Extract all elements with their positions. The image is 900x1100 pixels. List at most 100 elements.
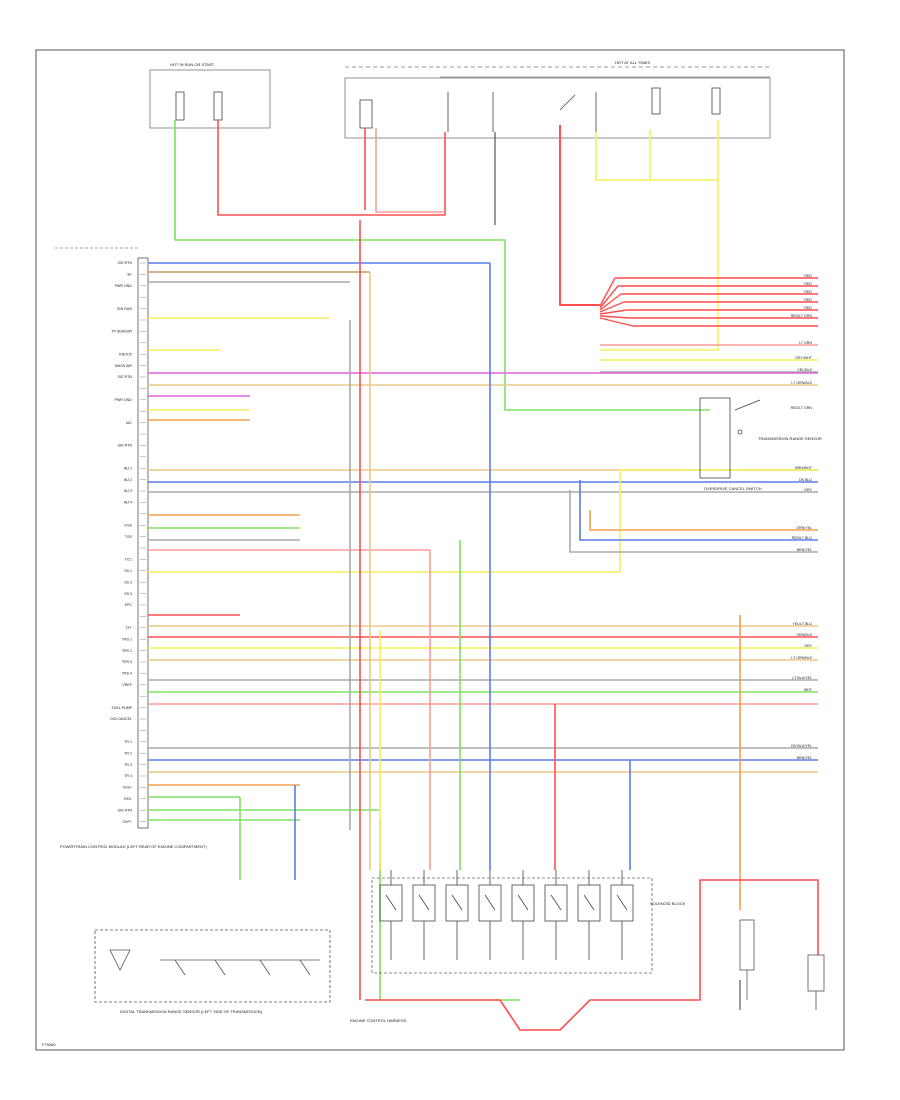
wire-harness	[148, 120, 819, 1031]
pin-label: SIG RTN	[117, 375, 132, 379]
diagram-border	[35, 49, 845, 1051]
pin-label: TR 2	[124, 751, 132, 755]
wire-color-label: ORN/YEL	[796, 526, 812, 530]
solenoid-coil	[418, 894, 430, 911]
pin-label: SIG RTN	[117, 261, 132, 265]
wire-color-label: GRY	[804, 644, 812, 648]
wire-color-label: RED/LT BLU	[792, 536, 813, 540]
wire	[599, 317, 818, 327]
pin-label: TR 4	[124, 774, 132, 778]
wire-color-label: RED	[804, 290, 812, 294]
pin-label: OSS	[124, 523, 132, 527]
wire-color-label: LT GRN/BLK	[791, 381, 812, 385]
pin-label: CKP+	[123, 820, 133, 824]
pcm-caption: POWERTRAIN CONTROL MODULE (LEFT REAR OF …	[60, 844, 207, 849]
transmission-range-sensor	[699, 397, 761, 479]
wire-color-label: RED	[804, 274, 812, 278]
pin-label: TP SENSOR	[111, 330, 132, 334]
pin-label: TR 3	[124, 763, 132, 767]
hot-in-run-label: HOT IN RUN OR START	[170, 62, 215, 67]
wire-color-label: BRN/YEL	[797, 756, 812, 760]
wire	[600, 180, 719, 351]
wire-color-label: YEL/BLK	[797, 368, 812, 372]
pin-label: INJ 3	[124, 489, 132, 493]
wire	[365, 879, 819, 1031]
pin-label: IAC	[126, 421, 132, 425]
pin-label: TRS 1	[122, 637, 132, 641]
pin-label: TSS	[125, 535, 133, 539]
pin-label: O/D CANCEL	[110, 717, 132, 721]
wire-color-label: LT BLU/YEL	[792, 676, 812, 680]
wire-color-label: GRY/WHT	[795, 356, 813, 360]
wire-color-label: WHT	[804, 688, 813, 692]
wire-color-label: LT GRN/BLK	[791, 656, 812, 660]
wire	[569, 490, 818, 553]
pin-label: VREF	[122, 683, 132, 687]
wire-color-label: RED	[804, 298, 812, 302]
pin-label: INJ 2	[124, 478, 132, 482]
wire-color-label: RED	[804, 306, 812, 310]
solenoid-block	[371, 870, 653, 974]
pin-label: KNOCK	[119, 352, 132, 356]
pin-label: SIG RTN	[117, 444, 132, 448]
lower-right-sensors	[739, 919, 825, 1010]
pin-label: SS 2	[124, 580, 132, 584]
wire	[217, 120, 446, 216]
pin-label: VSS-	[124, 797, 133, 801]
wire	[599, 293, 818, 311]
wire	[559, 125, 600, 306]
overdrive-cancel-label: OVERDRIVE CANCEL SWITCH	[704, 486, 762, 491]
fuse-block	[175, 87, 721, 132]
wire	[599, 285, 818, 309]
pin-label: MASS AIR	[115, 364, 132, 368]
pcm-connector	[55, 247, 149, 829]
pin-label: TRS 4	[122, 672, 132, 676]
solenoid-coil	[484, 894, 496, 911]
pin-label: PWR GND	[115, 398, 133, 402]
wire	[174, 120, 710, 411]
transmission-range-sensor-label: TRANSMISSION RANGE SENSOR	[758, 436, 822, 441]
digital-trs	[94, 929, 331, 1003]
wire	[650, 120, 719, 181]
pin-label: INJ 4	[124, 501, 132, 505]
solenoid-block-label: SOLENOID BLOCK	[650, 901, 686, 906]
solenoid-coil	[517, 894, 529, 911]
pin-label: SS 1	[124, 569, 132, 573]
wire-color-label: BRN/YEL	[797, 548, 812, 552]
wire-color-label: YEL/LT BLU	[792, 622, 812, 626]
solenoid-coil	[385, 894, 397, 911]
pin-label: VSS+	[123, 786, 132, 790]
wire	[589, 510, 818, 531]
wire-color-label: GRY	[804, 488, 812, 492]
solenoid-coil	[451, 894, 463, 911]
solenoid-coil	[583, 894, 595, 911]
pin-label: SIG RTN	[117, 808, 132, 812]
hot-at-all-times-label: HOT AT ALL TIMES	[615, 60, 650, 65]
pin-label: EPC	[125, 603, 133, 607]
pin-label: TRS 3	[122, 660, 132, 664]
wire-color-label: RED	[804, 282, 812, 286]
figure-code: F79080	[42, 1042, 56, 1047]
pin-label: TRS 2	[122, 649, 132, 653]
pin-label: TR 1	[124, 740, 132, 744]
wire-color-label: DK BLU/YEL	[791, 744, 812, 748]
solenoid-housing	[371, 877, 653, 974]
pin-label: SS 3	[124, 592, 132, 596]
pin-label: TFT	[125, 626, 132, 630]
wire	[579, 480, 818, 541]
wire	[595, 130, 651, 181]
wire	[375, 128, 445, 213]
wire-color-label: RED/LT GRN	[791, 314, 813, 318]
wire	[599, 301, 818, 313]
wire-color-label: ORN/BLK	[796, 633, 812, 637]
wire	[619, 469, 818, 572]
pin-label: TCC	[125, 558, 133, 562]
wire-color-label: LT GRN	[799, 341, 812, 345]
pin-label: FUEL PUMP	[112, 706, 133, 710]
wire	[599, 277, 818, 307]
wire-color-label: DK BLU	[799, 478, 812, 482]
solenoid-coil	[550, 894, 562, 911]
engine-control-harness-label: ENGINE CONTROL HARNESS	[350, 1018, 407, 1023]
